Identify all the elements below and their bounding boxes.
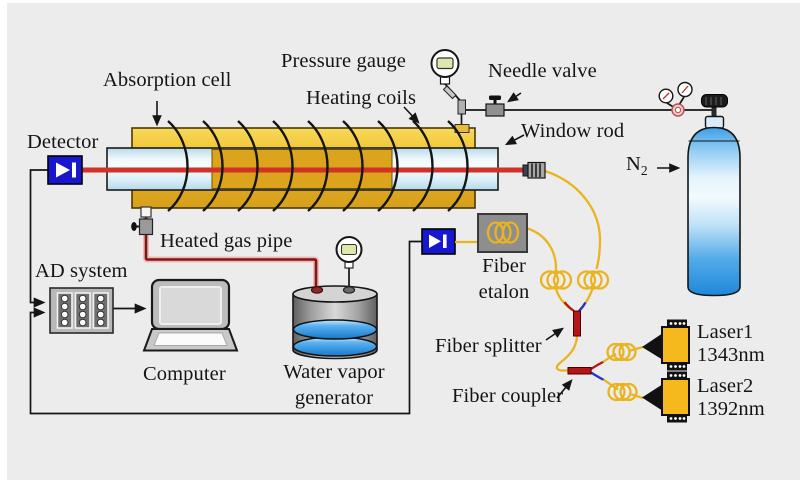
n2-label: N2 [626,153,648,179]
annotation-arrows [152,92,681,399]
pressure-gauge-label: Pressure gauge [281,50,406,72]
fiber-coupler-label: Fiber coupler [452,385,564,407]
ad-system-label: AD system [35,260,128,282]
needle-valve-icon [485,95,505,117]
left-matte [0,0,7,480]
steam-outlet-port [310,286,324,294]
pressure-gauge-icon [430,49,460,85]
detector-label: Detector [27,131,99,153]
generator-pressure-gauge-icon [335,236,363,269]
gauge-display [340,243,358,256]
laptop-screen [159,286,222,325]
cell-bottom-port [140,206,152,218]
water-vapor-generator-label: Water vapor generator [283,361,385,409]
gas-regulator-icon [658,81,693,117]
pipe-fitting-vertical [457,99,466,115]
fiber-etalon-label: Fiber etalon [478,255,530,303]
needle-valve-label: Needle valve [488,60,597,82]
fiber-coupler-icon [567,367,592,375]
cylinder-neck [704,115,725,129]
pipe-valve-icon [131,218,154,236]
fiber-splitter-icon [573,310,581,337]
gauge-port [342,286,356,294]
computer-label: Computer [143,363,226,385]
gauge-display [436,57,454,70]
signal-wires [29,169,422,415]
laser2-label: Laser2 1392nm [697,375,765,420]
laser1-label: Laser1 1343nm [697,321,765,366]
water-layer [292,336,378,357]
top-matte [0,0,800,3]
n2-cylinder-icon [687,94,741,297]
ad-system-icon [49,287,114,334]
absorption-cell-label: Absorption cell [103,69,232,91]
heated-gas-pipe-label: Heated gas pipe [160,230,293,252]
window-rod-collimator-icon [522,161,546,179]
heating-coils-label: Heating coils [306,87,417,109]
laptop-keyboard [153,332,228,346]
computer-icon [142,278,239,352]
heated-gas-pipe [143,214,319,287]
reference-detector-icon [421,228,456,255]
window-rod-label: Window rod [521,120,625,142]
laser2-icon [642,371,690,423]
fiber-etalon-icon [477,213,528,253]
laser1-icon [642,319,690,371]
pipe-fitting-diagonal [442,85,457,100]
n2-subscript: 2 [640,163,648,179]
cylinder-body [687,126,741,297]
fiber-paths [455,169,644,402]
detector-icon [47,155,83,185]
fiber-splitter-label: Fiber splitter [435,335,542,357]
heating-coils-icon [167,120,469,212]
water-layer [292,319,378,340]
n2-symbol: N [626,153,641,175]
water-vapor-generator-icon [292,268,378,360]
